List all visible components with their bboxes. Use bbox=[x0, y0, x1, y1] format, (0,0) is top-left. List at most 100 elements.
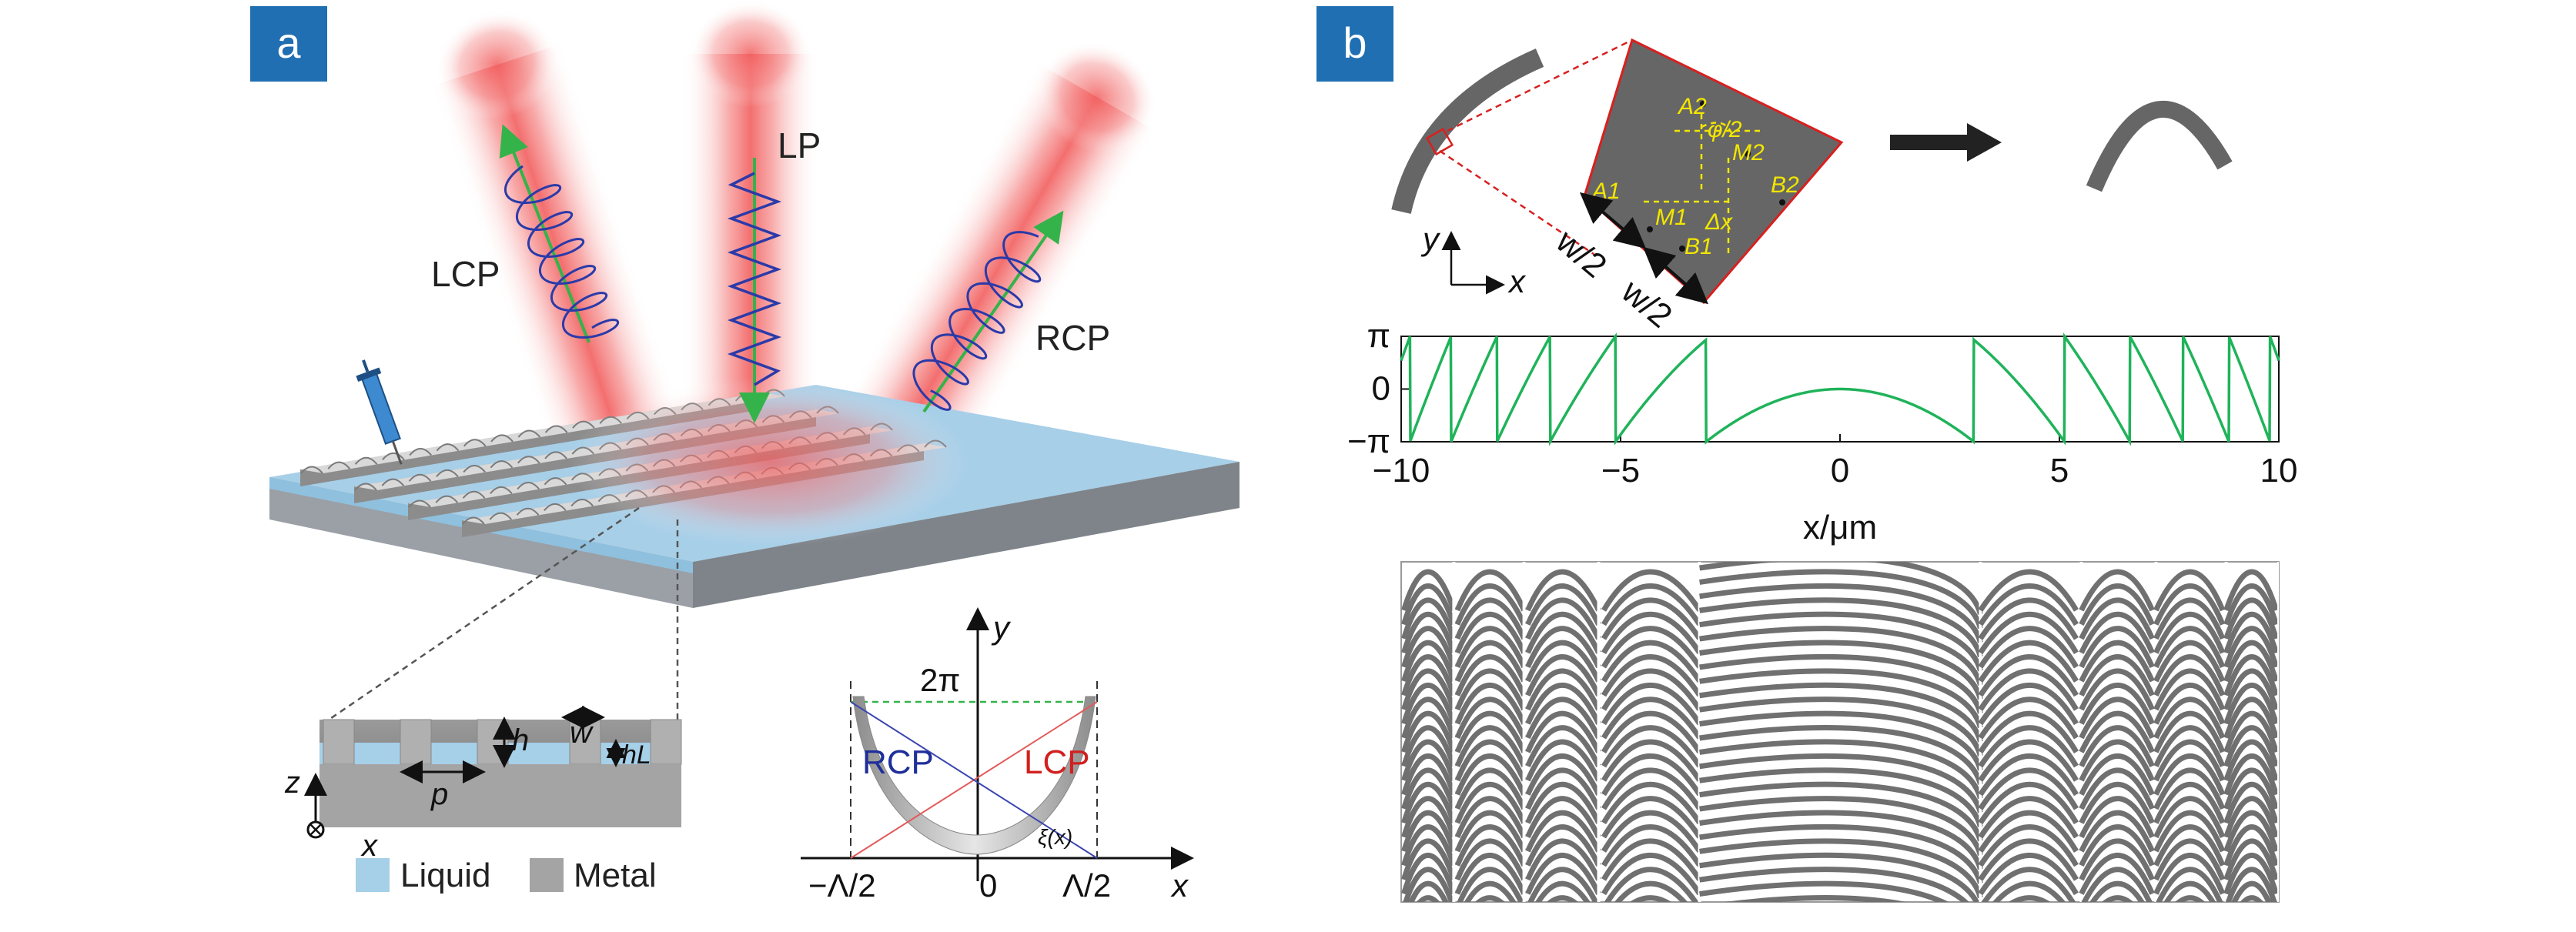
hL-label: hL bbox=[622, 740, 651, 770]
arc-element bbox=[1401, 796, 1457, 838]
legend-metal-label: Metal bbox=[574, 857, 657, 894]
arc-element bbox=[1980, 926, 2076, 932]
arc-element bbox=[1699, 796, 1983, 857]
arc-element bbox=[1604, 926, 1700, 932]
arc-element bbox=[2223, 796, 2279, 838]
arc-element bbox=[1601, 569, 1702, 612]
arc-element bbox=[1454, 739, 1527, 782]
arc-element bbox=[1401, 753, 1457, 796]
arc-element bbox=[2223, 597, 2279, 640]
inset-label: A1 bbox=[1591, 179, 1621, 204]
arc-element bbox=[2079, 640, 2155, 683]
arc-element bbox=[1978, 838, 2079, 881]
arc-element bbox=[2079, 597, 2155, 640]
arc-element bbox=[1601, 739, 1702, 782]
arc-element bbox=[1401, 725, 1457, 767]
arc-element bbox=[2079, 796, 2155, 839]
arc-element bbox=[1454, 781, 1527, 824]
arc-element bbox=[1454, 569, 1527, 612]
arc-element bbox=[1601, 626, 1702, 669]
arc-element bbox=[2223, 838, 2279, 881]
arc-element bbox=[1601, 753, 1702, 797]
arc-element bbox=[2153, 569, 2226, 612]
arc-element bbox=[1401, 683, 1457, 725]
arc-element bbox=[1401, 853, 1457, 895]
arc-element bbox=[1454, 710, 1527, 753]
arc-element bbox=[2153, 824, 2226, 867]
arc-element bbox=[2153, 838, 2226, 881]
arc-element bbox=[1978, 824, 2079, 867]
inset-label: A2 bbox=[1677, 94, 1707, 119]
z-axis-label: z bbox=[284, 766, 300, 800]
arc-element bbox=[2082, 912, 2153, 932]
arc-element bbox=[2079, 626, 2155, 669]
arc-element bbox=[1401, 668, 1457, 711]
inset-label: φ/2 bbox=[1708, 117, 1742, 142]
legend-liquid-label: Liquid bbox=[400, 857, 490, 894]
arc-element bbox=[2153, 611, 2226, 654]
arc-element bbox=[1454, 810, 1527, 853]
arc-element bbox=[2153, 696, 2226, 740]
arc-element bbox=[1401, 569, 1457, 612]
arc-element bbox=[1601, 810, 1702, 853]
arc-element bbox=[2223, 569, 2279, 612]
tick-neg-half-lambda: −Λ/2 bbox=[808, 867, 876, 904]
arc-element bbox=[1699, 640, 1983, 700]
arc-element bbox=[2223, 753, 2279, 796]
arc-element bbox=[2223, 810, 2279, 853]
arc-element bbox=[1401, 654, 1457, 696]
arc-element bbox=[1601, 853, 1702, 896]
arc-element bbox=[1699, 710, 1983, 771]
arc-element bbox=[1527, 912, 1598, 932]
panel-a-tag: a bbox=[276, 18, 301, 67]
arc-element bbox=[1525, 696, 1601, 740]
panel-a: a bbox=[250, 0, 1239, 904]
arc-element bbox=[2153, 640, 2226, 683]
arc-element bbox=[1401, 626, 1457, 668]
metal-pillar bbox=[650, 719, 682, 765]
arc-element bbox=[2079, 767, 2155, 810]
p-label: p bbox=[430, 777, 448, 811]
arc-element bbox=[1525, 640, 1601, 683]
metal-pillar bbox=[400, 719, 432, 765]
arc-element bbox=[1978, 640, 2079, 683]
arc-element bbox=[2175, 895, 2206, 902]
arc-element bbox=[1601, 683, 1702, 726]
arc-element bbox=[1401, 640, 1457, 683]
arc-element bbox=[1978, 668, 2079, 711]
arc-element bbox=[1699, 668, 1983, 729]
x-axis-title-b: x/μm bbox=[1803, 509, 1877, 546]
arc-element bbox=[1699, 781, 1983, 842]
arc-element bbox=[2223, 696, 2279, 739]
arc-element bbox=[2223, 739, 2279, 782]
arc-element bbox=[1699, 682, 1983, 743]
arc-element bbox=[2079, 838, 2155, 881]
arc-element bbox=[1401, 838, 1457, 881]
arc-element bbox=[1401, 739, 1457, 782]
arc-element bbox=[1457, 912, 1524, 932]
arc-element bbox=[1978, 611, 2079, 655]
x-tick-label: 0 bbox=[1831, 452, 1849, 489]
arc-element bbox=[2079, 710, 2155, 753]
arc-element bbox=[1699, 597, 1983, 658]
arc-element bbox=[2223, 782, 2279, 824]
arc-element bbox=[2153, 682, 2226, 725]
arc-element bbox=[1601, 725, 1702, 768]
arc-element bbox=[2153, 796, 2226, 839]
arc-element bbox=[1525, 796, 1601, 839]
arc-element bbox=[1699, 739, 1983, 800]
arc-element bbox=[1601, 654, 1702, 697]
arc-element bbox=[1454, 796, 1527, 839]
inset-label: B2 bbox=[1771, 172, 1799, 198]
arc-element bbox=[1454, 696, 1527, 740]
arc-element bbox=[1403, 912, 1454, 932]
tick-pos-half-lambda: Λ/2 bbox=[1062, 867, 1111, 904]
arc-element bbox=[2153, 725, 2226, 768]
arc-element bbox=[2156, 912, 2223, 932]
arc-element bbox=[1454, 668, 1527, 711]
arc-element bbox=[1527, 926, 1598, 932]
arc-element bbox=[1601, 838, 1702, 881]
arc-element bbox=[1454, 767, 1527, 810]
arc-element bbox=[1978, 710, 2079, 754]
arc-element bbox=[1699, 583, 1983, 643]
